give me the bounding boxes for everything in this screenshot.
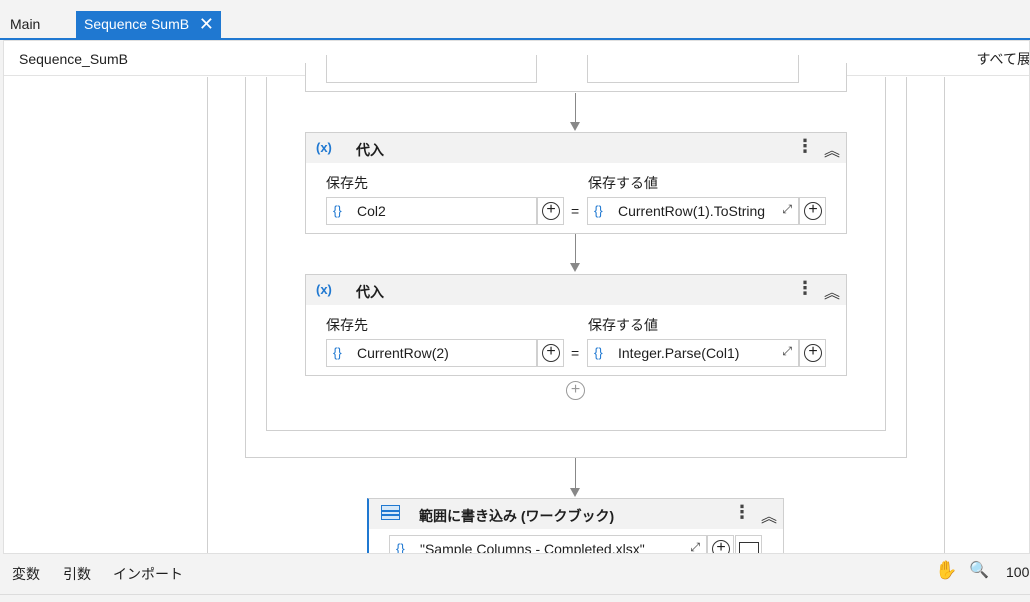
arguments-tab[interactable]: 引数 [63, 566, 91, 582]
outer-frame-left [207, 77, 208, 553]
to-field[interactable]: {} Col2 [326, 197, 537, 225]
zoom-level[interactable]: 100 [1006, 564, 1030, 580]
assign-activity[interactable]: (x) 代入 ⋮ ︽ 保存先 保存する値 {} Col2 + = {} Curr… [305, 132, 847, 234]
value-text: CurrentRow(1).ToString [618, 203, 766, 219]
add-value-button[interactable]: + [799, 197, 826, 225]
plus-icon: + [542, 202, 560, 220]
to-value: Col2 [357, 203, 386, 219]
expand-all-link[interactable]: すべて展 [976, 51, 1030, 67]
expression-brace-icon: {} [333, 345, 342, 360]
tab-sequence-sumb[interactable]: Sequence SumB ✕ [76, 11, 221, 38]
collapse-icon[interactable]: ︽ [823, 285, 840, 302]
plus-icon: + [712, 540, 730, 553]
write-range-activity[interactable]: 範囲に書き込み (ワークブック) ⋮ ︽ {} "Sample Columns … [367, 498, 784, 554]
previous-activity-block[interactable] [305, 55, 847, 92]
breadcrumb-item[interactable]: Sequence_SumB [19, 51, 128, 67]
value-label: 保存する値 [588, 317, 658, 333]
flow-arrow [570, 458, 580, 497]
inner-frame-bottom [266, 430, 886, 431]
tab-main[interactable]: Main [10, 16, 41, 32]
pan-hand-icon[interactable]: ✋ [935, 560, 958, 580]
tab-bar: Main Sequence SumB ✕ [0, 0, 1030, 38]
collapse-icon[interactable]: ︽ [823, 143, 840, 160]
inner-frame-left [266, 77, 267, 431]
activity-title: 範囲に書き込み (ワークブック) [419, 508, 615, 524]
more-menu-icon[interactable]: ⋮ [733, 502, 751, 522]
add-to-button[interactable]: + [537, 197, 564, 225]
plus-icon: + [542, 344, 560, 362]
outer-frame-right [944, 77, 945, 553]
expand-editor-icon[interactable]: ⤢ [782, 202, 792, 216]
workbook-path-field[interactable]: {} "Sample Columns - Completed.xlsx" ⤢ [389, 535, 707, 554]
close-icon[interactable]: ✕ [198, 14, 214, 34]
activity-header: (x) 代入 ⋮ ︽ [306, 275, 846, 305]
expression-brace-icon: {} [333, 203, 342, 218]
imports-tab[interactable]: インポート [113, 566, 183, 582]
activity-header: 範囲に書き込み (ワークブック) ⋮ ︽ [369, 499, 783, 529]
middle-frame-right [906, 77, 907, 458]
expression-brace-icon: {} [396, 541, 405, 554]
value-field[interactable]: {} CurrentRow(1).ToString ⤢ [587, 197, 799, 225]
divider [0, 594, 1030, 595]
expand-editor-icon[interactable]: ⤢ [690, 540, 700, 554]
activity-header: (x) 代入 ⋮ ︽ [306, 133, 846, 163]
value-text: Integer.Parse(Col1) [618, 345, 740, 361]
folder-icon [739, 542, 759, 553]
add-workbook-button[interactable]: + [707, 535, 734, 553]
bottom-panel-bar: 変数 引数 インポート ✋ 🔍 100 [0, 556, 1030, 586]
to-value: CurrentRow(2) [357, 345, 449, 361]
activity-title: 代入 [356, 284, 384, 300]
assign-icon: (x) [316, 282, 332, 297]
plus-icon: + [804, 202, 822, 220]
add-value-button[interactable]: + [799, 339, 826, 367]
inner-frame-right [885, 77, 886, 431]
value-label: 保存する値 [588, 175, 658, 191]
browse-folder-button[interactable] [735, 535, 762, 553]
expand-editor-icon[interactable]: ⤢ [782, 344, 792, 358]
to-label: 保存先 [326, 175, 368, 191]
flow-arrow [570, 234, 580, 272]
workbook-path-value: "Sample Columns - Completed.xlsx" [420, 541, 645, 554]
zoom-icon[interactable]: 🔍 [969, 562, 989, 579]
middle-frame-bottom [245, 457, 907, 458]
collapse-icon[interactable]: ︽ [760, 509, 777, 526]
previous-value-field[interactable] [587, 55, 799, 83]
expression-brace-icon: {} [594, 345, 603, 360]
value-field[interactable]: {} Integer.Parse(Col1) ⤢ [587, 339, 799, 367]
designer-canvas[interactable]: Sequence_SumB すべて展 (x) 代入 ⋮ ︽ 保存先 保存する値 … [3, 40, 1030, 554]
activity-title: 代入 [356, 142, 384, 158]
plus-icon: + [804, 344, 822, 362]
add-to-button[interactable]: + [537, 339, 564, 367]
assign-activity[interactable]: (x) 代入 ⋮ ︽ 保存先 保存する値 {} CurrentRow(2) + … [305, 274, 847, 376]
tab-label: Sequence SumB [84, 16, 190, 32]
to-label: 保存先 [326, 317, 368, 333]
more-menu-icon[interactable]: ⋮ [796, 278, 814, 298]
expression-brace-icon: {} [594, 203, 603, 218]
flow-arrow [570, 93, 580, 131]
assign-icon: (x) [316, 140, 332, 155]
variables-tab[interactable]: 変数 [12, 566, 40, 582]
more-menu-icon[interactable]: ⋮ [796, 136, 814, 156]
to-field[interactable]: {} CurrentRow(2) [326, 339, 537, 367]
tab-underline [0, 38, 1030, 40]
write-range-icon [381, 505, 400, 520]
previous-to-field[interactable] [326, 55, 537, 83]
equals-sign: = [571, 345, 580, 361]
middle-frame-left [245, 77, 246, 458]
equals-sign: = [571, 203, 580, 219]
add-activity-icon[interactable]: + [566, 381, 585, 400]
